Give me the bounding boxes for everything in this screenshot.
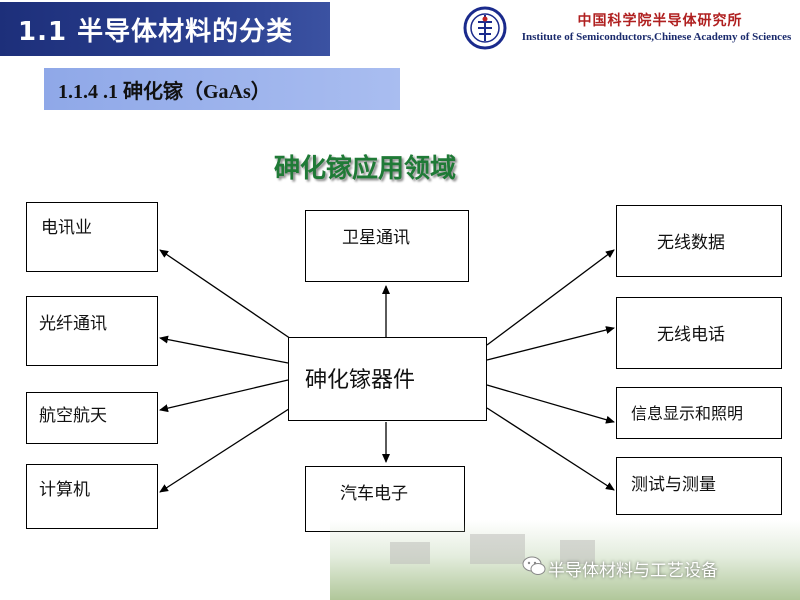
- slide-title: 1.1 半导体材料的分类: [18, 16, 294, 47]
- node-gaas-devices: 砷化镓器件: [288, 337, 487, 421]
- node-computer: 计算机: [26, 464, 158, 529]
- building-shape: [470, 534, 525, 564]
- node-auto-electronics-label: 汽车电子: [340, 484, 408, 504]
- node-display-lighting: 信息显示和照明: [616, 387, 782, 439]
- node-fiber-comm: 光纤通讯: [26, 296, 158, 366]
- arrow-to-computer: [159, 404, 296, 493]
- building-shape: [390, 542, 430, 564]
- node-satellite-comm: 卫星通讯: [305, 210, 469, 282]
- node-gaas-devices-label: 砷化镓器件: [305, 368, 416, 393]
- arrow-to-wireless-phone: [486, 326, 615, 361]
- node-test-measure-label: 测试与测量: [631, 475, 716, 495]
- wechat-icon: [522, 556, 546, 575]
- node-telecom: 电讯业: [26, 202, 158, 272]
- arrow-to-aerospace: [159, 379, 289, 413]
- institute-logo-icon: [463, 6, 507, 50]
- node-display-lighting-label: 信息显示和照明: [631, 404, 744, 423]
- watermark-text: 半导体材料与工艺设备: [548, 561, 718, 581]
- subtitle-bar: 1.1.4 .1 砷化镓（GaAs）: [44, 68, 400, 110]
- node-aerospace-label: 航空航天: [39, 406, 107, 426]
- node-computer-label: 计算机: [39, 480, 90, 500]
- arrow-to-test: [486, 407, 615, 491]
- diagram-title: 砷化镓应用领域: [273, 154, 456, 184]
- institute-name-cn: 中国科学院半导体研究所: [577, 13, 743, 29]
- node-wireless-data: 无线数据: [616, 205, 782, 277]
- section-subtitle: 1.1.4 .1 砷化镓（GaAs）: [58, 80, 271, 103]
- node-aerospace: 航空航天: [26, 392, 158, 444]
- building-shape: [560, 540, 595, 564]
- node-telecom-label: 电讯业: [41, 218, 92, 238]
- node-satellite-comm-label: 卫星通讯: [342, 228, 410, 248]
- node-fiber-comm-label: 光纤通讯: [39, 314, 107, 334]
- arrow-to-display: [486, 384, 615, 424]
- node-wireless-data-label: 无线数据: [657, 233, 725, 253]
- arrow-to-telecom: [159, 249, 301, 346]
- arrow-to-fiber: [159, 335, 289, 364]
- node-wireless-phone-label: 无线电话: [657, 325, 725, 345]
- title-bar: 1.1 半导体材料的分类: [0, 2, 330, 56]
- node-wireless-phone: 无线电话: [616, 297, 782, 369]
- campus-photo-strip: [330, 520, 800, 600]
- node-test-measure: 测试与测量: [616, 457, 782, 515]
- arrow-to-wireless-data: [486, 249, 615, 346]
- institute-name-en: Institute of Semiconductors,Chinese Acad…: [521, 31, 792, 43]
